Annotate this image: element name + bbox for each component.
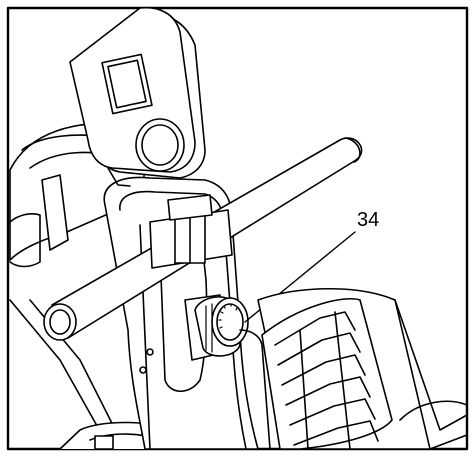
callout-label: 34 bbox=[357, 209, 380, 231]
foot-plate bbox=[257, 287, 468, 450]
handlebar bbox=[43, 137, 363, 341]
console-button bbox=[135, 118, 185, 172]
console-head bbox=[69, 6, 206, 187]
rail bbox=[239, 329, 271, 450]
resistance-knob bbox=[184, 294, 249, 361]
